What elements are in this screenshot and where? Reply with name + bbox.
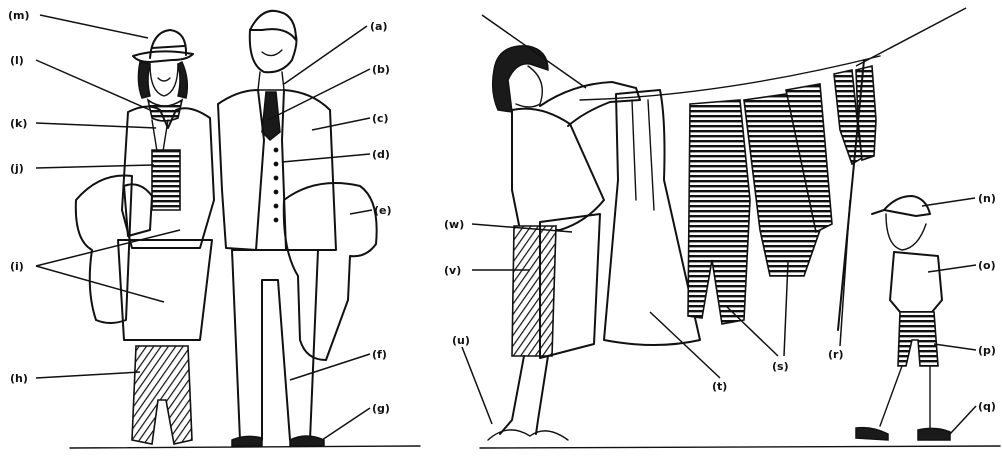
label-k: (k) xyxy=(10,117,27,130)
label-u: (u) xyxy=(452,334,470,347)
label-b: (b) xyxy=(372,63,390,76)
label-r: (r) xyxy=(828,348,843,361)
clothes-prop xyxy=(837,59,865,331)
label-w: (w) xyxy=(444,218,464,231)
label-s: (s) xyxy=(772,360,789,373)
waistcoat-buttons xyxy=(273,147,279,223)
boy-figure xyxy=(855,195,951,441)
label-o: (o) xyxy=(978,259,996,272)
man-figure xyxy=(217,9,378,447)
label-q: (q) xyxy=(978,400,996,413)
label-g: (g) xyxy=(372,402,390,415)
label-v: (v) xyxy=(444,264,461,277)
ground-line-left xyxy=(69,445,421,449)
leader-lines xyxy=(35,7,977,441)
label-e: (e) xyxy=(374,204,392,217)
label-h: (h) xyxy=(10,372,28,385)
label-f: (f) xyxy=(372,348,387,361)
label-t: (t) xyxy=(712,380,727,393)
label-a: (a) xyxy=(370,20,387,33)
label-m: (m) xyxy=(8,9,30,22)
label-i: (i) xyxy=(10,260,24,273)
label-l: (l) xyxy=(10,54,24,67)
label-p: (p) xyxy=(978,344,996,357)
ground-line-right xyxy=(479,445,1001,449)
label-j: (j) xyxy=(10,162,24,175)
garment-3 xyxy=(785,83,833,234)
label-n: (n) xyxy=(978,192,996,205)
garment-1 xyxy=(687,99,751,325)
label-d: (d) xyxy=(372,148,390,161)
labels: (m) (l) (k) (j) (i) (h) (a) (b) (c) (d) … xyxy=(8,9,996,415)
woman-figure xyxy=(74,29,215,445)
label-c: (c) xyxy=(372,112,389,125)
woman-hanging-washing xyxy=(487,45,641,441)
dress-on-line xyxy=(603,89,701,346)
